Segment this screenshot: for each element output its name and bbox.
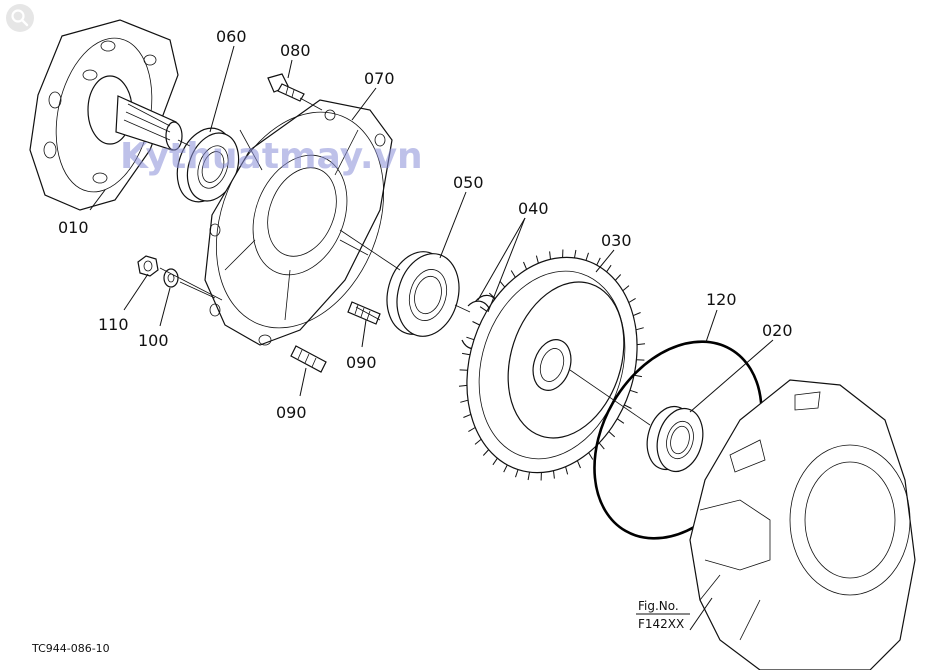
part-090-stud-upper xyxy=(347,301,381,325)
magnifier-icon xyxy=(11,9,29,27)
part-050-bearing xyxy=(386,251,460,337)
callout-030: 030 xyxy=(601,231,632,250)
gear-tooth xyxy=(596,257,601,266)
gear-tooth xyxy=(510,270,516,278)
figure-code: F142XX xyxy=(638,617,684,631)
gear-tooth xyxy=(598,442,605,450)
part-020-bearing xyxy=(646,405,704,473)
search-button[interactable] xyxy=(6,4,34,32)
gear-tooth xyxy=(622,285,630,292)
gear-tooth xyxy=(527,472,530,481)
gear-tooth xyxy=(606,264,612,273)
gear-tooth xyxy=(492,457,498,466)
gear-tooth xyxy=(614,274,622,281)
gear-tooth xyxy=(633,374,642,378)
callout-090-lower: 090 xyxy=(276,403,307,422)
gear-teeth xyxy=(458,249,646,481)
gear-tooth xyxy=(585,252,589,261)
gear-tooth xyxy=(466,336,475,341)
callout-010: 010 xyxy=(58,218,89,237)
callout-070: 070 xyxy=(364,69,395,88)
callout-labels: 010 060 080 070 050 040 030 120 020 090 … xyxy=(58,27,793,422)
gear-tooth xyxy=(463,413,471,418)
gear-tooth xyxy=(549,251,551,260)
gear-tooth xyxy=(624,404,632,409)
gear-tooth xyxy=(462,352,471,356)
diagram-id: TC944-086-10 xyxy=(31,642,110,655)
gear-tooth xyxy=(629,389,638,394)
part-010-hub-flange xyxy=(29,19,183,211)
assembly-axis-lines xyxy=(159,97,651,426)
callout-040: 040 xyxy=(518,199,549,218)
callout-060: 060 xyxy=(216,27,247,46)
figure-number: Fig.No. F142XX xyxy=(636,599,690,631)
callout-leaders xyxy=(89,45,774,631)
gear-tooth xyxy=(479,306,487,312)
part-070-cover xyxy=(204,99,393,346)
gear-tooth xyxy=(474,438,482,445)
gear-tooth xyxy=(608,431,616,438)
gear-tooth xyxy=(460,399,469,403)
part-090-stud-lower xyxy=(290,345,327,373)
part-030-bevel-gear xyxy=(458,249,646,481)
gear-tooth xyxy=(574,249,577,258)
callout-080: 080 xyxy=(280,41,311,60)
gear-tooth xyxy=(637,343,646,346)
final-drive-housing xyxy=(689,379,916,670)
callout-110: 110 xyxy=(98,315,129,334)
gear-tooth xyxy=(628,297,636,303)
callout-020: 020 xyxy=(762,321,793,340)
callout-090-upper: 090 xyxy=(346,353,377,372)
gear-tooth xyxy=(553,470,555,479)
part-080-bolt xyxy=(267,73,305,102)
gear-tooth xyxy=(488,292,496,299)
gear-tooth xyxy=(499,280,506,288)
gear-tooth xyxy=(482,449,490,456)
gear-tooth xyxy=(588,452,594,460)
gear-tooth xyxy=(458,384,467,387)
gear-tooth xyxy=(472,321,480,326)
callout-050: 050 xyxy=(453,173,484,192)
gear-tooth xyxy=(515,469,519,478)
gear-tooth xyxy=(617,418,625,424)
gear-tooth xyxy=(535,255,539,264)
watermark-text: Kythuatmay.vn xyxy=(120,136,423,177)
part-100-washer xyxy=(163,268,179,288)
part-060-oil-seal xyxy=(176,127,240,203)
part-110-nut xyxy=(137,255,159,277)
gear-tooth xyxy=(565,466,569,475)
gear-tooth xyxy=(468,427,476,433)
gear-tooth xyxy=(576,460,581,469)
gear-tooth xyxy=(523,261,528,270)
gear-tooth xyxy=(635,327,644,331)
gear-tooth xyxy=(503,464,508,473)
callout-120: 120 xyxy=(706,290,737,309)
gear-tooth xyxy=(633,312,641,317)
figure-label: Fig.No. xyxy=(638,599,679,613)
callout-100: 100 xyxy=(138,331,169,350)
